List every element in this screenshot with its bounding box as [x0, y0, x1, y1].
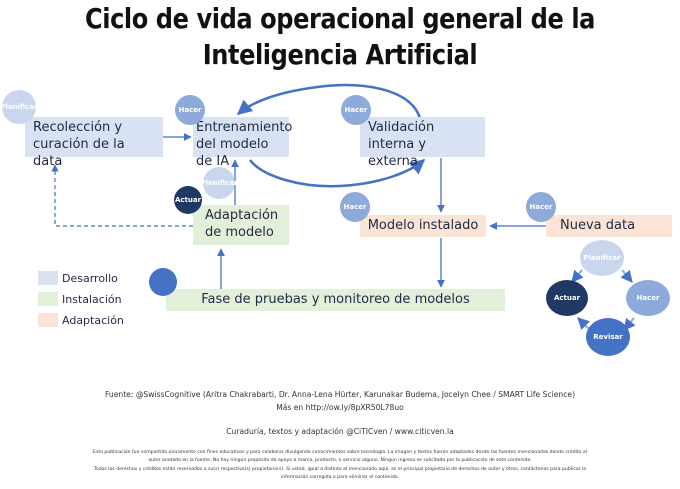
page-title-line-1: Ciclo de vida operacional general de la [85, 2, 595, 35]
legend-label-instalacion: Instalación [62, 293, 122, 306]
arrow-dashed-adaptacion-recoleccion [51, 164, 193, 227]
legend-label-adaptacion: Adaptación [62, 314, 124, 327]
footer-mas: Más en http://ow.ly/8pXR50L78uo [276, 403, 404, 412]
badge-planificar-adaptacion: Planificar [200, 167, 238, 199]
legend-swatch-adaptacion [38, 313, 58, 327]
box-entrenamiento: Entrenamiento del modelo de IA [193, 117, 292, 169]
pdca-planificar: Planificar [580, 240, 624, 276]
footer-legal-2: autor anotado en la fuente. No hay ningú… [148, 458, 532, 463]
footer-fuente: Fuente: @SwissCognitive (Aritra Chakraba… [104, 390, 576, 399]
box-nueva-data: Nueva data [546, 215, 672, 237]
pdca-revisar: Revisar [586, 318, 630, 356]
box-validacion-label: Validación interna y externa [368, 120, 435, 169]
box-entrenamiento-label: Entrenamiento del modelo de IA [196, 120, 293, 169]
badge-actuar-adaptacion: Actuar [174, 186, 202, 214]
pdca-arrow-2 [620, 269, 633, 283]
badge-hacer-nuevadata: Hacer [526, 192, 556, 222]
box-modelo-instalado-label: Modelo instalado [367, 218, 479, 233]
footer-curaduria: Curaduría, textos y adaptación @CiTICven… [226, 427, 454, 436]
box-recoleccion: Recolección y curación de la data [25, 117, 163, 169]
badge-hacer-entrenamiento: Hacer [175, 95, 205, 125]
box-modelo-instalado: Modelo instalado [360, 215, 486, 237]
box-adaptacion: Adaptación de modelo [193, 205, 289, 245]
badge-hacer-instalado: Hacer [340, 192, 370, 222]
legend-label-desarrollo: Desarrollo [62, 272, 118, 285]
box-adaptacion-label: Adaptación de modelo [205, 208, 279, 240]
badge-hacer-validacion: Hacer [341, 95, 371, 125]
arrow-cycle-top [236, 83, 422, 119]
legend-swatch-instalacion [38, 292, 58, 306]
pdca-hacer: Hacer [626, 280, 670, 316]
footer-legal-3: Todos los derechos y créditos están rese… [93, 467, 587, 472]
box-fase-pruebas: Fase de pruebas y monitoreo de modelos [166, 289, 505, 311]
badge-blank-pruebas [149, 268, 177, 296]
badge-planificar-recoleccion: Planificar [0, 90, 38, 124]
box-nueva-data-label: Nueva data [560, 218, 636, 233]
arrow-cycle-bottom [249, 159, 426, 188]
box-validacion: Validación interna y externa [360, 117, 485, 169]
footer-legal-4: información corregida o para eliminar el… [281, 475, 399, 480]
pdca-actuar: Actuar [546, 280, 588, 316]
footer-legal-1: Esta publicación fue compartida únicamen… [93, 450, 587, 455]
box-fase-pruebas-label: Fase de pruebas y monitoreo de modelos [201, 292, 470, 307]
page-title-line-2: Inteligencia Artificial [202, 38, 478, 71]
legend-swatch-desarrollo [38, 271, 58, 285]
box-recoleccion-label: Recolección y curación de la data [33, 120, 125, 169]
